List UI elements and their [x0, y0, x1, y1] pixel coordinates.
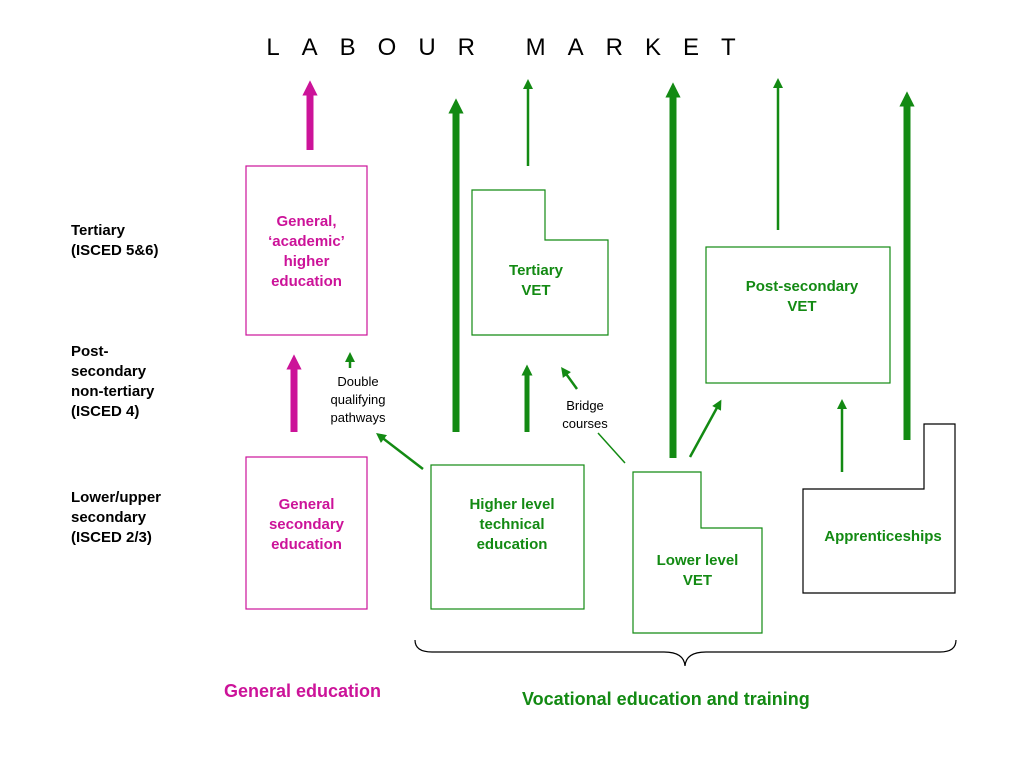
lower-vet-to-post-secondary-arrow	[688, 399, 722, 458]
higher-technical-to-double-qualifying-arrow	[376, 432, 424, 470]
lower-vet-box	[632, 471, 763, 634]
post-secondary-vet-label: Post-secondary VET	[745, 278, 859, 315]
bridge-to-tertiary-vet-arrow	[561, 366, 579, 390]
lower-vet-label: Lower level VET	[656, 552, 739, 589]
labour-market-title: LABOUR MARKET	[266, 34, 758, 61]
general-education-caption: General education	[224, 681, 382, 701]
higher-technical-education-box	[430, 464, 585, 610]
post-secondary-vet-box	[705, 246, 891, 384]
apprenticeships-box	[802, 423, 956, 594]
vocational-education-caption: Vocational education and training	[522, 689, 810, 709]
vocational-brace	[414, 639, 957, 667]
level-tertiary: Tertiary (ISCED 5&6)	[71, 222, 159, 259]
bridge-courses-arrow	[597, 432, 626, 464]
general-secondary-education-box	[245, 456, 368, 610]
level-post-secondary: Post- secondary non-tertiary (ISCED 4)	[71, 343, 155, 420]
level-lower-upper-secondary: Lower/upper secondary (ISCED 2/3)	[71, 489, 162, 546]
higher-technical-education-label: Higher level technical education	[469, 496, 555, 553]
general-higher-education-box	[245, 165, 368, 336]
apprenticeships-label: Apprenticeships	[824, 528, 942, 545]
tertiary-vet-box	[471, 189, 609, 336]
double-qualifying-pathways-note: Double qualifying pathways	[330, 374, 386, 425]
general-higher-education-label: General, ‘academic’ higher education	[268, 213, 345, 290]
general-secondary-education-label: General secondary education	[268, 496, 345, 553]
tertiary-vet-label: Tertiary VET	[509, 262, 563, 299]
bridge-courses-note: Bridge courses	[562, 398, 608, 431]
